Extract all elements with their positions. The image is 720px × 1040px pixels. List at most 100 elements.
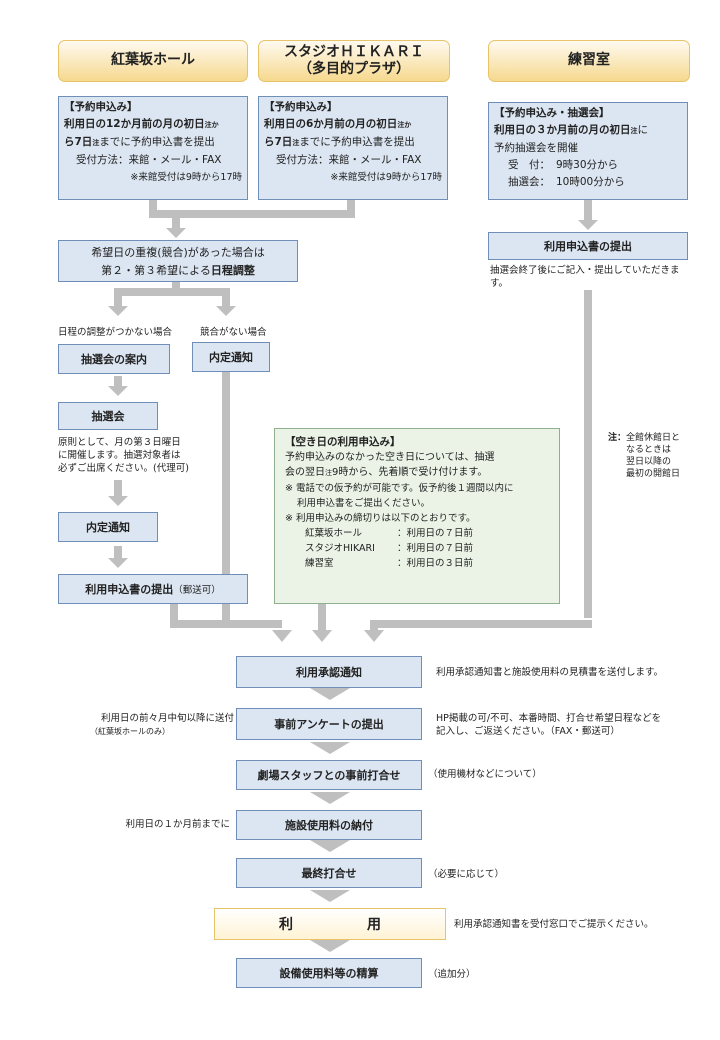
momiji-request-line2: ら7日	[64, 136, 93, 148]
payment-left-text: 利用日の１か月前までに	[125, 819, 230, 830]
payment-label: 施設使用料の納付	[285, 819, 373, 832]
use-label: 利 用	[279, 917, 411, 933]
adjustment-line2: 第２・第３希望による	[101, 264, 211, 277]
use-note-text: 利用承認通知書を受付窓口でご提示ください。	[454, 919, 654, 930]
survey-note-line2: 記入し、ご返送ください。（FAX・郵送可）	[436, 726, 620, 737]
arrow-connector	[370, 620, 592, 628]
final-meeting-label: 最終打合せ	[301, 867, 357, 880]
momiji-request-line1: 利用日の12か月前の月の初日	[64, 118, 205, 130]
payment-box: 施設使用料の納付	[236, 810, 422, 840]
staff-meeting-box: 劇場スタッフとの事前打合せ	[236, 760, 422, 790]
submit-left-box: 利用申込書の提出（郵送可）	[58, 574, 248, 604]
lottery-note: 原則として、月の第３日曜日 に開催します。抽選対象者は 必ずご出席ください。(代…	[58, 436, 228, 475]
use-note: 利用承認通知書を受付窓口でご提示ください。	[454, 918, 716, 931]
arrow-head	[310, 890, 350, 902]
arrow-head	[364, 630, 384, 642]
label-no-adjust-text: 日程の調整がつかない場合	[58, 327, 173, 338]
header-practice-label: 練習室	[568, 52, 610, 69]
arrow-connector	[222, 372, 230, 618]
studio-request-line2: ら7日	[264, 136, 293, 148]
header-momiji-label: 紅葉坂ホール	[111, 52, 195, 69]
arrow-connector	[222, 610, 230, 628]
arrow-head	[578, 220, 598, 230]
label-no-conflict-text: 競合がない場合	[200, 327, 267, 338]
deadline-name: スタジオHIKARI	[305, 543, 375, 554]
staff-note-text: （使用機材などについて）	[428, 769, 542, 780]
arrow-connector	[584, 200, 592, 220]
submit-left-suffix: （郵送可）	[173, 585, 221, 596]
deadline-row: スタジオHIKARI ：利用日の７日前	[285, 541, 549, 556]
practice-submit-note-text: 抽選会終了後にご記入・提出していただきます。	[490, 265, 680, 289]
side-note-line2: なるときは	[626, 445, 672, 455]
studio-request-line1: 利用日の6か月前の月の初日	[264, 118, 398, 130]
vacant-title: 【空き日の利用申込み】	[285, 436, 401, 448]
practice-submit-box: 利用申込書の提出	[488, 232, 688, 260]
lottery-note-line3: 必ずご出席ください。(代理可)	[58, 463, 189, 474]
lottery-note-line2: に開催します。抽選対象者は	[58, 450, 181, 461]
settlement-label: 設備使用料等の精算	[279, 967, 379, 980]
note-mark: 注か	[204, 121, 219, 129]
survey-note-line1: HP掲載の可/不可、本番時間、打合せ希望日程などを	[436, 713, 662, 724]
header-studio: スタジオＨＩＫＡＲＩ （多目的プラザ）	[258, 40, 450, 82]
approval-label: 利用承認通知	[296, 666, 362, 679]
approval-note-text: 利用承認通知書と施設使用料の見積書を送付します。	[436, 667, 664, 678]
approval-box: 利用承認通知	[236, 656, 422, 688]
side-note-mark: 注：	[608, 433, 627, 443]
label-no-adjust: 日程の調整がつかない場合	[58, 326, 172, 339]
arrow-head	[272, 630, 292, 642]
vacant-line4: 利用申込書をご提出ください。	[297, 498, 431, 509]
adjustment-box: 希望日の重複(競合)があった場合は 第２・第３希望による日程調整	[58, 240, 298, 282]
arrow-connector	[149, 200, 157, 218]
vacant-line3: ※ 電話での仮予約が可能です。仮予約後１週間以内に	[285, 483, 514, 494]
arrow-connector	[170, 604, 178, 628]
vacant-line5: ※ 利用申込みの締切りは以下のとおりです。	[285, 513, 476, 524]
note-mark: 注	[325, 469, 332, 477]
studio-request-title: 【予約申込み】	[264, 101, 338, 113]
survey-left-line1: 利用日の前々月中旬以降に送付	[100, 713, 234, 724]
practice-request-line2: 予約抽選会を開催	[494, 142, 578, 154]
settlement-note-text: （追加分）	[428, 969, 476, 980]
side-note-line4: 最初の開館日	[626, 469, 681, 479]
staff-note: （使用機材などについて）	[428, 768, 542, 781]
arrow-connector	[114, 480, 122, 498]
arrow-connector	[172, 218, 180, 228]
arrow-head	[310, 940, 350, 952]
practice-request-title: 【予約申込み・抽選会】	[494, 107, 610, 119]
deadline-value: ：利用日の７日前	[397, 528, 474, 539]
final-note: （必要に応じて）	[428, 868, 504, 881]
practice-request-box: 【予約申込み・抽選会】 利用日の３か月前の月の初日注に 予約抽選会を開催 受 付…	[488, 102, 688, 200]
label-no-conflict: 競合がない場合	[200, 326, 267, 339]
deadline-value: ：利用日の７日前	[397, 543, 474, 554]
practice-request-line1: 利用日の３か月前の月の初日	[494, 124, 631, 136]
side-note-line1: 全館休館日と	[626, 433, 681, 443]
practice-reception-value: 9時30分から	[556, 159, 619, 171]
arrow-connector	[222, 288, 230, 306]
vacant-line2a: 会の翌日	[285, 467, 325, 478]
note-mark: 注か	[397, 121, 412, 129]
adjustment-line1: 希望日の重複(競合)があった場合は	[91, 246, 265, 259]
settlement-note: （追加分）	[428, 968, 476, 981]
settlement-box: 設備使用料等の精算	[236, 958, 422, 988]
studio-request-hours: ※来館受付は9時から17時	[330, 172, 442, 183]
arrow-connector	[370, 620, 378, 632]
practice-request-line1b: に	[637, 124, 649, 136]
arrow-connector	[114, 288, 230, 296]
final-meeting-box: 最終打合せ	[236, 858, 422, 888]
arrow-head	[216, 306, 236, 316]
practice-reception-label: 受 付：	[508, 159, 550, 171]
momiji-request-line2b: までに予約申込書を提出	[99, 136, 215, 148]
studio-request-box: 【予約申込み】 利用日の6か月前の月の初日注か ら7日注までに予約申込書を提出 …	[258, 96, 448, 200]
arrow-head	[310, 688, 350, 700]
arrow-head	[108, 306, 128, 316]
practice-lottery-label: 抽選会：	[508, 176, 550, 188]
survey-label: 事前アンケートの提出	[274, 718, 384, 731]
vacant-line2b: 9時から、先着順で受け付けます。	[332, 467, 488, 478]
adjustment-highlight: 日程調整	[210, 264, 255, 277]
studio-request-method: 受付方法：来館・メール・FAX	[276, 154, 422, 166]
arrow-head	[312, 630, 332, 642]
arrow-connector	[149, 210, 355, 218]
deadline-name: 練習室	[305, 558, 334, 569]
side-note-line3: 翌日以降の	[626, 457, 672, 467]
arrow-connector	[114, 288, 122, 306]
